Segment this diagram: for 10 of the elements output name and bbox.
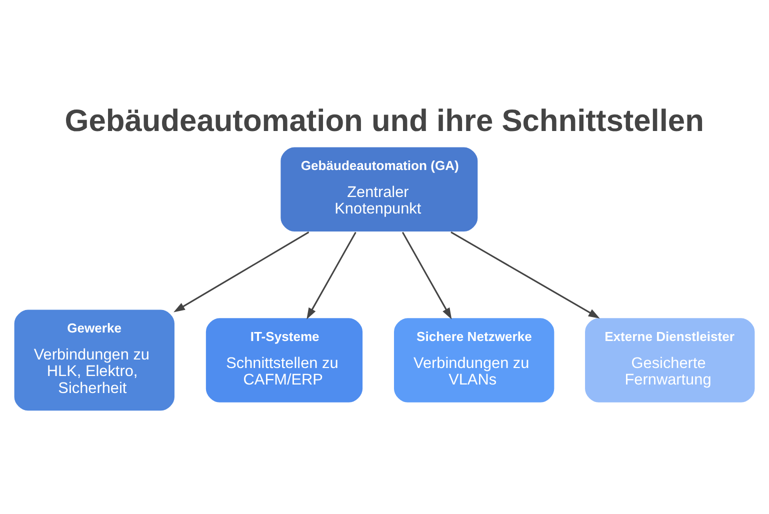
arrow: [306, 232, 356, 320]
node-box: Gebäudeautomation (GA) Zentraler Knotenpunkt: [279, 146, 479, 233]
node-box: Sichere Netzwerke Verbindungen zu VLANs: [392, 316, 556, 404]
diagram-title: Gebäudeautomation und ihre Schnittstellen: [64, 102, 704, 138]
arrow: [450, 232, 600, 318]
node-box: Gewerke Verbindungen zu HLK, Elektro, Sicherheit: [13, 308, 176, 412]
arrow: [402, 232, 452, 320]
node-box: IT-Systeme Schnittstellen zu CAFM/ERP: [204, 316, 364, 404]
node-box: Externe Dienstleister Gesicherte Fernwartung: [584, 316, 756, 404]
arrow: [174, 232, 310, 312]
